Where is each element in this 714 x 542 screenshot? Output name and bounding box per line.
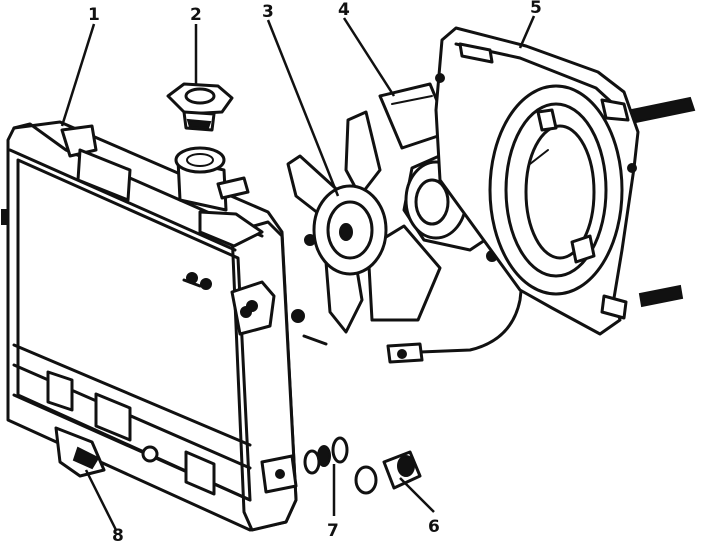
- callout-labels: 1 2 3 4 5 6 7 8: [88, 0, 542, 542]
- callout-5: 5: [530, 0, 542, 18]
- callout-8: 8: [112, 526, 124, 542]
- loose-bolts: [182, 234, 316, 288]
- drain-tap: [54, 426, 106, 478]
- drain-washers: [303, 436, 349, 475]
- callout-1: 1: [88, 5, 100, 25]
- radiator: [1, 120, 328, 532]
- callout-3: 3: [262, 2, 274, 22]
- callout-6: 6: [428, 517, 440, 537]
- fan-blade: [286, 110, 442, 334]
- callout-2: 2: [190, 5, 202, 25]
- drain-plug: [354, 450, 422, 495]
- leader-lines: [60, 15, 536, 531]
- callout-7: 7: [327, 521, 339, 541]
- callout-4: 4: [338, 0, 350, 20]
- fan-shroud: [434, 26, 696, 336]
- filler-neck: [174, 146, 250, 212]
- radiator-cap: [166, 82, 234, 132]
